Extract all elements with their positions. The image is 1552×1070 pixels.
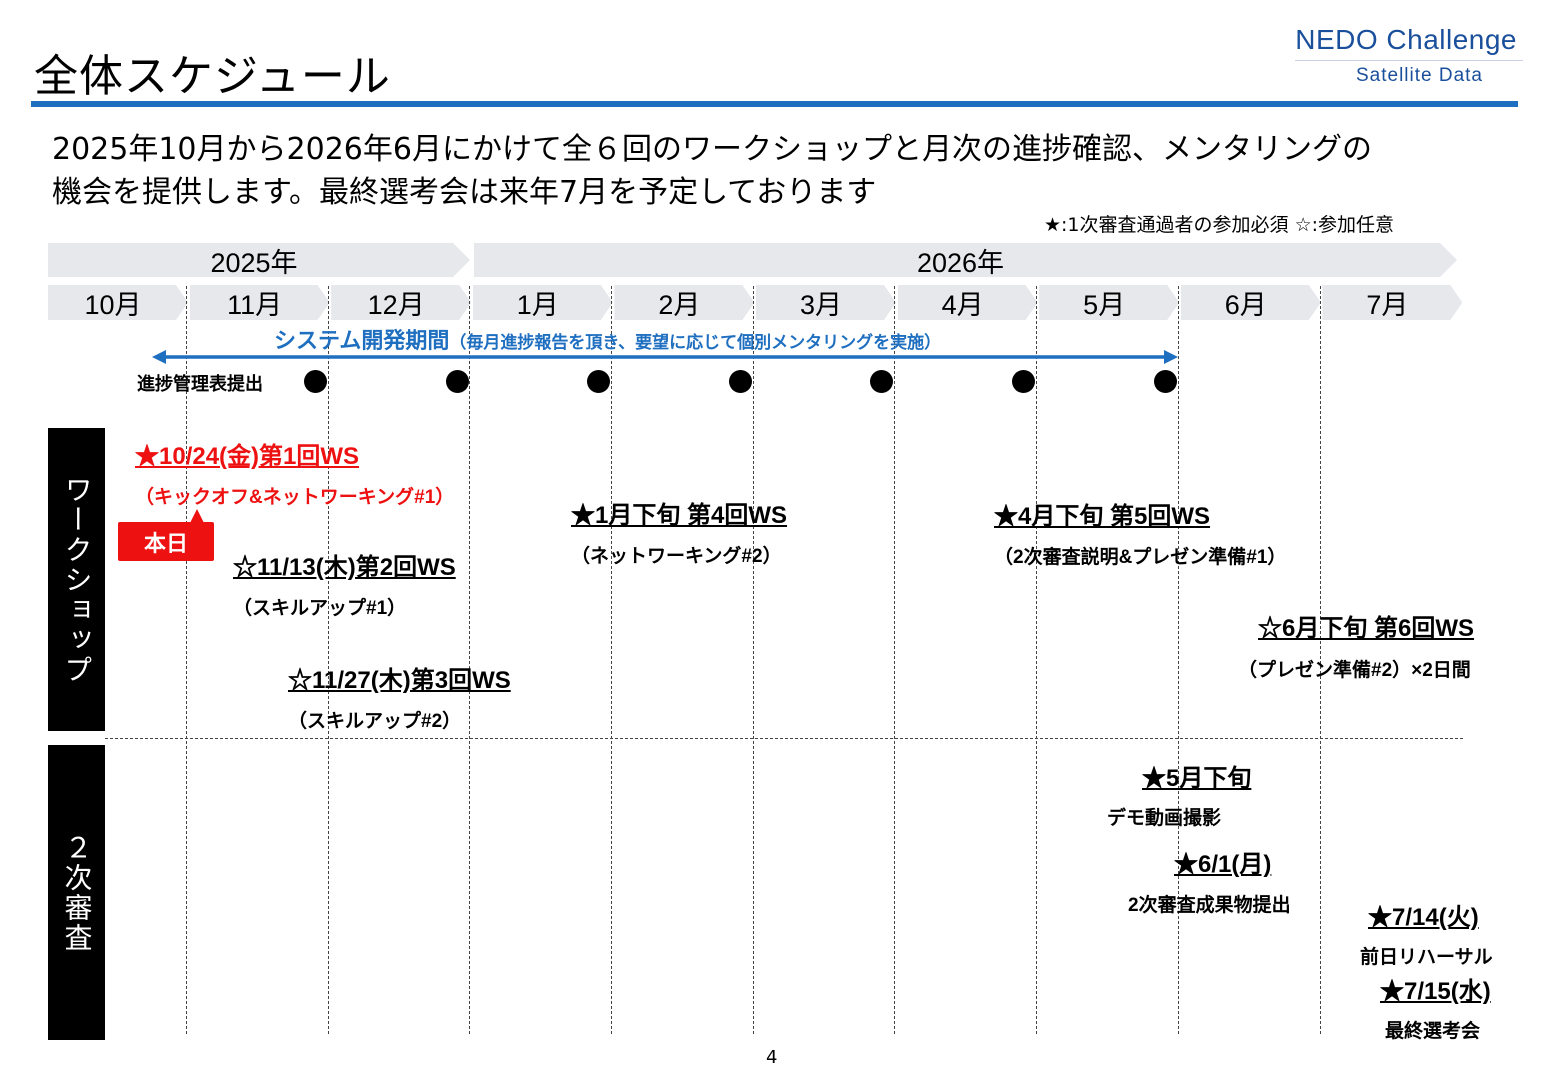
month-label: 1月 [516,290,559,320]
demo-title: ★5月下旬 [1142,765,1252,792]
month-gridline [753,286,754,1034]
progress-report-label: 進捗管理表提出 [137,374,263,395]
month-chevron: 3月 [756,285,896,320]
year-label: 2026年 [916,247,1005,278]
month-gridline [1320,286,1321,1034]
ws2-title: ☆11/13(木)第2回WS [233,554,456,581]
progress-dot [1154,370,1177,393]
month-chevron: 5月 [1039,285,1179,320]
workshop-section-label: ワークショップ [48,428,105,731]
dev-period-note: （毎月進捗報告を頂き、要望に応じて個別メンタリングを実施） [449,333,942,353]
submission-subtitle: 2次審査成果物提出 [1128,895,1291,916]
month-chevron: 6月 [1181,285,1321,320]
logo-main-text: NEDO Challenge [1295,24,1517,55]
today-badge: 本日 [118,522,214,561]
ws4-title: ★1月下旬 第4回WS [571,502,788,529]
month-chevron: 4月 [898,285,1038,320]
ws6-subtitle: （プレゼン準備#2）×2日間 [1238,660,1471,681]
intro-line-2: 機会を提供します。最終選考会は来年7月を予定しております [52,175,877,210]
progress-dot [870,370,893,393]
month-gridline [469,286,470,1034]
month-gridline [894,286,895,1034]
ws2-subtitle: （スキルアップ#1） [233,598,407,619]
final-title: ★7/15(水) [1380,978,1491,1005]
rehearsal-subtitle: 前日リハーサル [1360,947,1493,968]
year-chevron-2026: 2026年 [474,243,1457,277]
workshop-section-text: ワークショップ [60,474,94,685]
progress-dot [304,370,327,393]
page-number: 4 [766,1047,778,1068]
ws3-subtitle: （スキルアップ#2） [288,711,462,732]
star-legend: ★:1次審査通過者の参加必須 ☆:参加任意 [1044,214,1394,236]
month-chevron: 7月 [1322,285,1462,320]
month-gridline [1178,286,1179,1034]
logo-divider [1295,60,1523,61]
page-title: 全体スケジュール [34,51,391,102]
month-label: 7月 [1366,290,1409,320]
month-label: 11月 [227,290,283,320]
progress-dot [446,370,469,393]
section-divider [105,738,1463,739]
year-label: 2025年 [210,247,298,278]
month-chevron: 2月 [614,285,754,320]
submission-title: ★6/1(月) [1174,851,1272,878]
month-gridline [1036,286,1037,1034]
month-label: 5月 [1083,290,1126,320]
dev-period-arrow [152,350,1178,364]
ws1-subtitle: （キックオフ&ネットワーキング#1） [135,487,455,508]
intro-line-1: 2025年10月から2026年6月にかけて全６回のワークショップと月次の進捗確認… [52,132,1372,167]
month-gridline [611,286,612,1034]
month-gridline [186,286,187,1034]
month-label: 12月 [367,290,425,320]
month-label: 10月 [84,290,142,320]
ws3-title: ☆11/27(木)第3回WS [288,667,511,694]
dev-period-label: システム開発期間（毎月進捗報告を頂き、要望に応じて個別メンタリングを実施） [274,323,941,355]
month-label: 6月 [1224,290,1267,320]
final-subtitle: 最終選考会 [1385,1021,1481,1042]
dev-period-title: システム開発期間 [274,329,450,354]
today-callout-pointer [190,509,204,523]
progress-dot [729,370,752,393]
rehearsal-title: ★7/14(火) [1368,904,1479,931]
month-gridline [328,286,329,1034]
month-chevron: 1月 [473,285,613,320]
progress-dot [1012,370,1035,393]
ws5-subtitle: （2次審査説明&プレゼン準備#1） [994,547,1287,568]
ws1-title: ★10/24(金)第1回WS [135,443,360,470]
ws6-title: ☆6月下旬 第6回WS [1258,615,1475,642]
logo-sub-text: Satellite Data [1355,65,1483,86]
progress-dot [587,370,610,393]
year-chevron-2025: 2025年 [48,243,470,277]
second-review-section-text: ２次審査 [60,832,94,953]
month-chevron: 12月 [331,285,471,320]
month-label: 2月 [658,290,701,320]
second-review-section-label: ２次審査 [48,745,105,1040]
month-label: 3月 [799,290,843,320]
nedo-challenge-logo: NEDO Challenge Satellite Data [1295,24,1523,88]
month-label: 4月 [941,290,984,320]
month-chevron: 10月 [48,285,188,320]
ws4-subtitle: （ネットワーキング#2） [571,546,782,567]
demo-subtitle: デモ動画撮影 [1107,808,1222,829]
title-underline [31,101,1518,107]
ws5-title: ★4月下旬 第5回WS [994,503,1211,530]
intro-paragraph: 2025年10月から2026年6月にかけて全６回のワークショップと月次の進捗確認… [52,128,1512,214]
month-chevron: 11月 [190,285,330,320]
